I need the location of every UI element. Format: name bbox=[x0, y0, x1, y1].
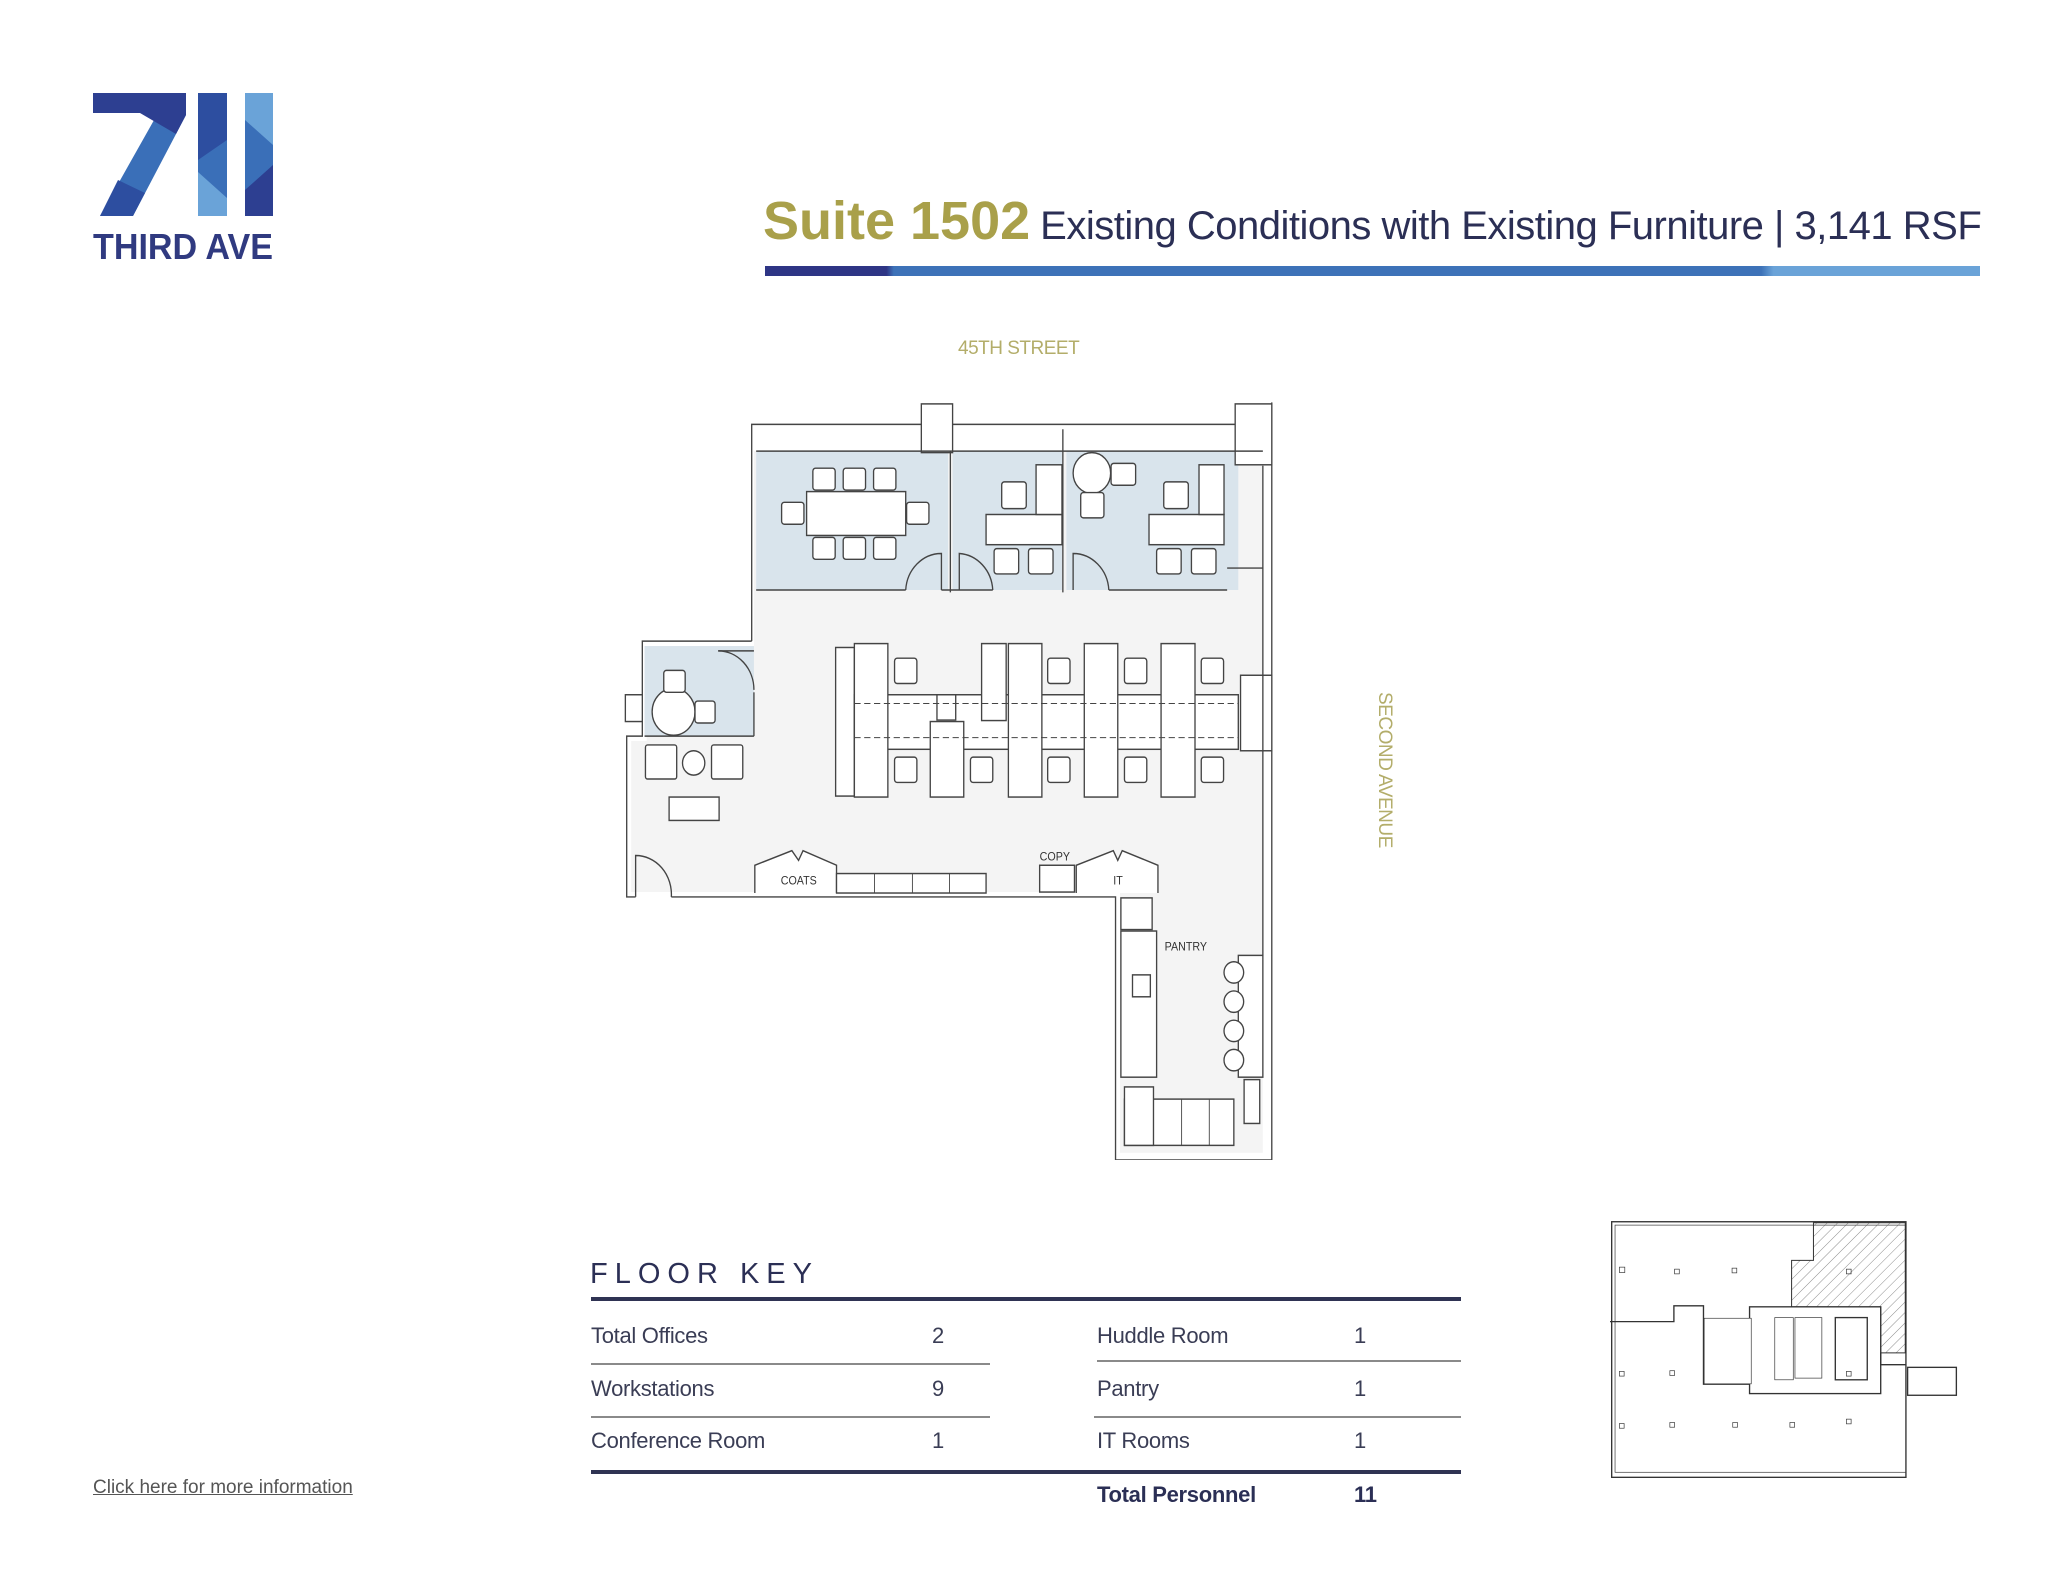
key-label: Workstations bbox=[591, 1376, 715, 1401]
floor-plan: COATS COPY IT PANTRY bbox=[624, 402, 1273, 1160]
building-key-map bbox=[1610, 1221, 1958, 1478]
label-copy: COPY bbox=[1040, 851, 1071, 864]
floor-key-total-divider bbox=[591, 1470, 1461, 1474]
logo-name: THIRD AVE bbox=[93, 226, 273, 267]
key-value: 1 bbox=[1354, 1428, 1366, 1453]
total-personnel-value: 11 bbox=[1354, 1482, 1377, 1507]
row-divider bbox=[1094, 1416, 1461, 1418]
floor-key-divider bbox=[591, 1297, 1461, 1301]
suite-subtitle: Existing Conditions with Existing Furnit… bbox=[1040, 204, 1982, 248]
key-label: Total Offices bbox=[591, 1323, 708, 1348]
key-value: 1 bbox=[1354, 1376, 1366, 1401]
label-pantry: PANTRY bbox=[1165, 941, 1208, 954]
floor-key-title: FLOOR KEY bbox=[590, 1258, 819, 1290]
label-coats: COATS bbox=[781, 875, 817, 888]
key-value: 9 bbox=[932, 1376, 944, 1401]
key-label: Huddle Room bbox=[1097, 1323, 1229, 1348]
key-value: 1 bbox=[1354, 1323, 1366, 1348]
suite-number: Suite 1502 bbox=[763, 191, 1031, 251]
row-divider bbox=[1097, 1360, 1461, 1362]
street-label-north: 45TH STREET bbox=[958, 338, 1080, 359]
label-it: IT bbox=[1113, 875, 1123, 888]
title-divider bbox=[765, 266, 1980, 276]
total-personnel-label: Total Personnel bbox=[1097, 1482, 1256, 1507]
key-label: Conference Room bbox=[591, 1428, 766, 1453]
suite-floor bbox=[631, 451, 1263, 1153]
key-value: 2 bbox=[932, 1323, 944, 1348]
row-divider bbox=[591, 1363, 990, 1365]
street-label-east: SECOND AVENUE bbox=[1374, 692, 1395, 848]
more-information-link[interactable]: Click here for more information bbox=[93, 1477, 353, 1498]
key-label: Pantry bbox=[1097, 1376, 1159, 1401]
logo: THIRD AVE bbox=[93, 93, 273, 267]
key-value: 1 bbox=[932, 1428, 944, 1453]
row-divider bbox=[591, 1416, 990, 1418]
key-label: IT Rooms bbox=[1097, 1428, 1190, 1453]
